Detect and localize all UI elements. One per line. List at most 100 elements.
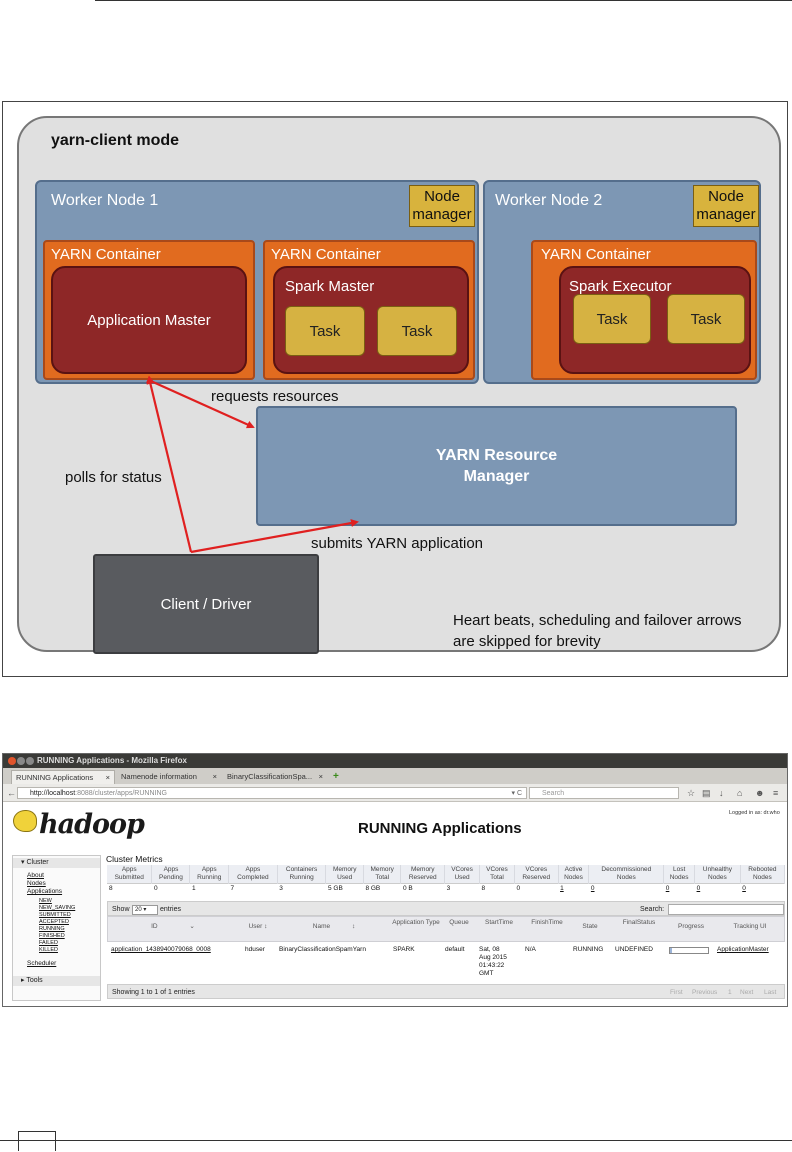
metrics-value[interactable]: 0	[694, 883, 741, 894]
finalstatus-cell: UNDEFINED	[615, 946, 653, 953]
sidebar-item-new[interactable]: NEW	[39, 898, 52, 904]
metrics-header-line: Active	[564, 866, 583, 873]
top-rule	[95, 0, 792, 1]
sidebar-tools-header[interactable]: ▸ Tools	[13, 976, 100, 986]
task-label: Task	[309, 322, 341, 340]
sidebar-item-killed[interactable]: KILLED	[39, 947, 58, 953]
home-icon[interactable]: ⌂	[737, 788, 743, 798]
sidebar: ▾ Cluster About Nodes Applications NEW N…	[12, 855, 101, 1001]
sidebar-item-submitted[interactable]: SUBMITTED	[39, 912, 71, 918]
pager-next[interactable]: Next	[740, 989, 754, 996]
yarn-client-diagram: yarn-client mode Worker Node 1 Node mana…	[2, 101, 788, 677]
sidebar-item-new-saving[interactable]: NEW_SAVING	[39, 905, 76, 911]
starttime-line: Aug 2015	[479, 954, 507, 961]
header-label: State	[582, 923, 598, 930]
spark-master: Spark Master Task Task	[273, 266, 469, 374]
header-label: FinishTime	[531, 919, 563, 926]
pager-previous[interactable]: Previous	[692, 989, 718, 996]
metrics-value: 3	[277, 883, 326, 894]
back-icon[interactable]: ←	[7, 788, 16, 798]
spark-master-label: Spark Master	[285, 278, 375, 295]
metrics-value[interactable]: 0	[663, 883, 695, 894]
url-bar[interactable]: http://localhost:8088/cluster/apps/RUNNI…	[17, 787, 527, 799]
column-header-user[interactable]: User ↕	[242, 923, 274, 931]
new-tab-icon[interactable]: +	[333, 771, 339, 782]
metrics-header-line: Apps	[163, 866, 179, 873]
table-footer: Showing 1 to 1 of 1 entries First Previo…	[107, 984, 785, 999]
metrics-value: 7	[228, 883, 278, 894]
node-manager-2: Node manager	[693, 185, 759, 227]
pager-last[interactable]: Last	[764, 989, 777, 996]
resource-manager-line2: Manager	[463, 468, 530, 485]
menu-icon[interactable]: ≡	[773, 788, 779, 798]
metrics-header-line: Reserved	[408, 874, 437, 881]
metrics-value[interactable]: 0	[740, 883, 785, 894]
column-header-name[interactable]: Name ↕	[278, 923, 390, 931]
application-id-link[interactable]: application_1438940079068_0008	[111, 946, 211, 953]
tab-binaryclassification[interactable]: BinaryClassificationSpa... ×	[223, 770, 327, 784]
column-header-starttime[interactable]: StartTime	[478, 919, 520, 927]
column-header-state[interactable]: State	[572, 923, 608, 931]
column-header-progress[interactable]: Progress	[668, 923, 714, 931]
metrics-value: 0 B	[400, 883, 445, 894]
close-tab-icon[interactable]: ×	[212, 772, 217, 781]
caret-down-icon: ▾	[21, 859, 27, 866]
column-header-tracking[interactable]: Tracking UI	[718, 923, 782, 931]
sidebar-item-applications[interactable]: Applications	[27, 888, 63, 895]
pager-page-1[interactable]: 1	[728, 989, 732, 996]
metrics-value[interactable]: 0	[588, 883, 664, 894]
column-header-finishtime[interactable]: FinishTime	[524, 919, 570, 927]
sidebar-item-nodes[interactable]: Nodes	[27, 880, 46, 887]
metrics-header-line: Completed	[237, 874, 269, 881]
column-header-finalstatus[interactable]: FinalStatus	[614, 919, 664, 927]
sort-icon: ⌄	[189, 923, 195, 930]
metrics-header-line: Memory	[332, 866, 357, 873]
pager-first[interactable]: First	[670, 989, 683, 996]
sidebar-item-failed[interactable]: FAILED	[39, 940, 58, 946]
sidebar-item-finished[interactable]: FINISHED	[39, 933, 65, 939]
metrics-header-line: VCores	[486, 866, 508, 873]
tracking-ui-link[interactable]: ApplicationMaster	[717, 946, 769, 953]
tab-namenode[interactable]: Namenode information ×	[117, 770, 221, 784]
sidebar-item-running[interactable]: RUNNING	[39, 926, 65, 932]
download-icon[interactable]: ↓	[719, 788, 724, 798]
column-header-type[interactable]: Application Type	[392, 919, 440, 927]
metrics-header-line: Nodes	[616, 874, 636, 881]
yarn-container-am-label: YARN Container	[51, 246, 161, 263]
node-manager-2-line2: manager	[696, 206, 756, 223]
reload-icon[interactable]: ▾ C	[511, 790, 522, 797]
brevity-note: Heart beats, scheduling and failover arr…	[453, 610, 742, 652]
bookmark-star-icon[interactable]: ☆	[687, 788, 696, 798]
search-label: Search:	[640, 906, 665, 913]
browser-search-input[interactable]: Search	[529, 787, 679, 799]
progress-bar	[669, 947, 709, 954]
bookmarks-icon[interactable]: ▤	[702, 788, 711, 798]
sidebar-item-accepted[interactable]: ACCEPTED	[39, 919, 69, 925]
starttime-line: Sat, 08	[479, 946, 500, 953]
sidebar-cluster-header[interactable]: ▾ Cluster	[13, 858, 100, 868]
column-header-id[interactable]: ID ⌄	[108, 923, 238, 931]
progress-bar-fill	[670, 948, 672, 953]
pocket-icon[interactable]: ☻	[755, 788, 765, 798]
close-tab-icon[interactable]: ×	[318, 772, 323, 781]
entries-select[interactable]: 20 ▾	[132, 905, 158, 915]
table-search-input[interactable]	[668, 904, 784, 915]
tab-running-applications[interactable]: RUNNING Applications ×	[11, 770, 115, 784]
metrics-value[interactable]: 1	[558, 883, 589, 894]
sort-icon: ↕	[264, 923, 268, 930]
metrics-header-line: Rebooted	[748, 866, 777, 873]
metrics-header-line: Memory	[411, 866, 435, 873]
column-header-queue[interactable]: Queue	[444, 919, 474, 927]
maximize-window-icon[interactable]	[26, 757, 34, 765]
close-window-icon[interactable]	[8, 757, 16, 765]
tab-label: BinaryClassificationSpa...	[227, 772, 313, 781]
sidebar-item-scheduler[interactable]: Scheduler	[27, 960, 57, 967]
yarn-container-executor: YARN Container Spark Executor Task Task	[531, 240, 757, 380]
close-tab-icon[interactable]: ×	[105, 773, 110, 782]
minimize-window-icon[interactable]	[17, 757, 25, 765]
sidebar-item-about[interactable]: About	[27, 872, 44, 879]
